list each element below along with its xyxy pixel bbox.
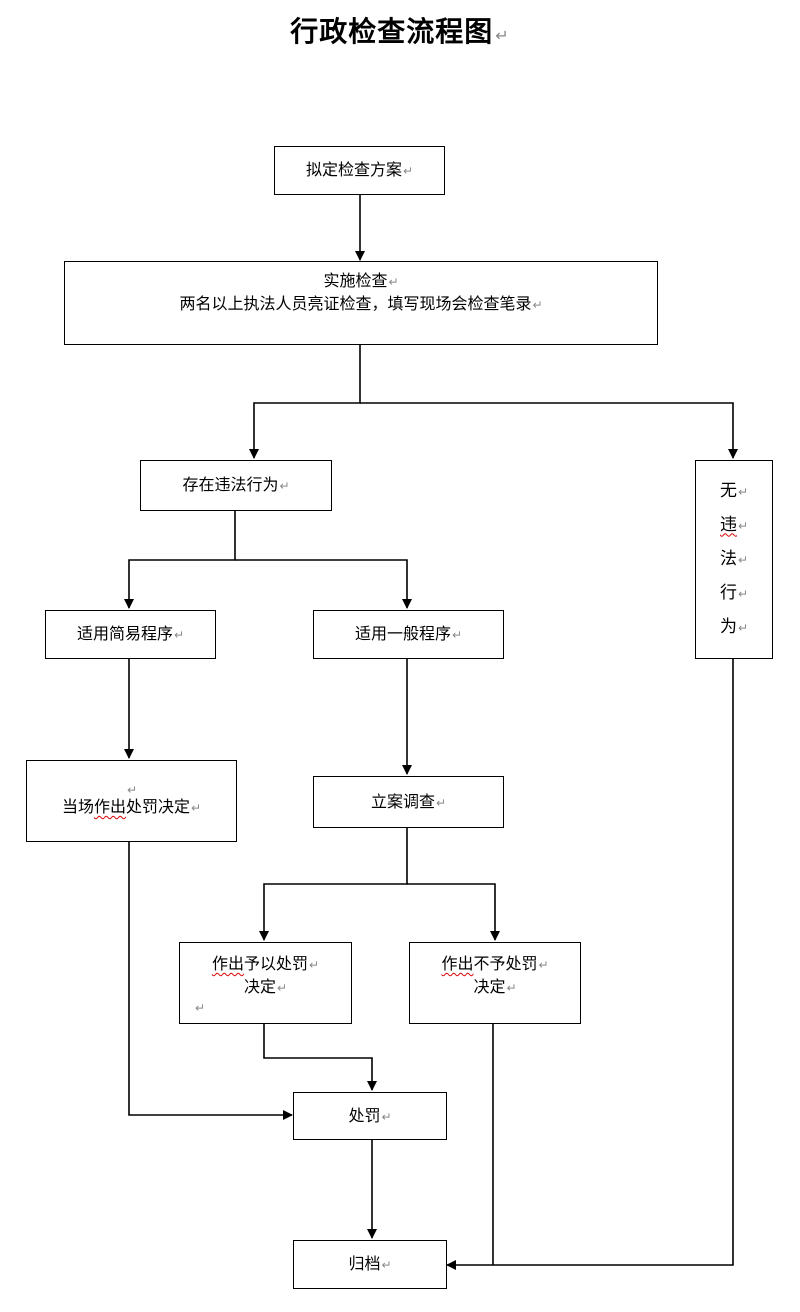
- node-no-violation: 无↵ 违↵ 法↵ 行↵ 为↵: [695, 460, 773, 659]
- node-simple-procedure: 适用简易程序↵: [45, 610, 216, 659]
- diagram-title: 行政检查流程图↵: [0, 10, 800, 50]
- arrow-to-no-violation: [360, 402, 738, 459]
- node-violation-label: 存在违法行为: [182, 475, 279, 494]
- paragraph-mark-icon: ↵: [381, 1109, 392, 1124]
- paragraph-mark-icon: ↵: [737, 620, 749, 635]
- vchar-5: 为: [719, 616, 737, 637]
- paragraph-mark-icon: ↵: [173, 628, 185, 642]
- paragraph-mark-icon: ↵: [308, 958, 320, 972]
- node-onsite-label-c: 处罚决定: [125, 797, 190, 816]
- arrow-to-punish-decision: [259, 828, 408, 941]
- paragraph-mark-icon: ↵: [435, 795, 447, 810]
- node-onsite-label-a: 当场: [61, 797, 94, 816]
- node-plan-label: 拟定检查方案: [305, 160, 402, 179]
- paragraph-mark-icon: ↵: [279, 479, 290, 493]
- arrow-to-no-punish-decision: [407, 883, 500, 941]
- paragraph-mark-icon: ↵: [737, 552, 749, 567]
- connector-implement-split: [249, 345, 361, 459]
- node-punish-label-c: 决定: [243, 977, 276, 996]
- paragraph-mark-icon: ↵: [190, 801, 202, 815]
- node-penalty: 处罚↵: [293, 1092, 447, 1140]
- paragraph-mark-icon: ↵: [737, 484, 749, 499]
- arrow-punish-decision-to-penalty: [263, 1024, 377, 1091]
- paragraph-mark-icon: ↵: [532, 298, 543, 312]
- node-case-investigation: 立案调查↵: [313, 776, 504, 828]
- vchar-2: 违: [719, 514, 737, 535]
- node-no-punish-decision: 作出不予处罚↵ 决定↵: [409, 942, 581, 1024]
- vchar-3: 法: [719, 548, 737, 569]
- node-penalty-label: 处罚: [348, 1105, 381, 1125]
- paragraph-mark-icon: ↵: [538, 958, 549, 972]
- paragraph-mark-icon: ↵: [495, 26, 510, 45]
- arrow-to-general: [235, 559, 412, 609]
- node-no-punish-label-a: 作出: [441, 954, 474, 973]
- paragraph-mark-icon: ↵: [451, 628, 463, 642]
- node-case-label: 立案调查: [370, 791, 435, 811]
- diagram-title-text: 行政检查流程图: [290, 15, 494, 48]
- node-onsite-label-b: 作出: [93, 797, 126, 816]
- node-plan: 拟定检查方案↵: [274, 146, 445, 195]
- arrow-no-violation-to-archive: [446, 659, 734, 1270]
- node-general-procedure: 适用一般程序↵: [313, 610, 504, 659]
- paragraph-mark-icon: ↵: [195, 1001, 206, 1015]
- node-no-violation-label: 无↵ 违↵ 法↵ 行↵ 为↵: [720, 481, 748, 639]
- node-punish-decision: 作出予以处罚↵ 决定↵ ↵: [179, 942, 352, 1024]
- vchar-1: 无: [719, 480, 737, 501]
- node-implement-title: 实施检查: [323, 271, 388, 290]
- node-general-label: 适用一般程序: [354, 624, 451, 643]
- paragraph-mark-icon: ↵: [737, 518, 749, 533]
- paragraph-mark-icon: ↵: [381, 1258, 392, 1272]
- node-archive-label: 归档: [348, 1254, 381, 1273]
- paragraph-mark-icon: ↵: [737, 586, 749, 601]
- vchar-4: 行: [719, 582, 737, 603]
- node-implement: 实施检查↵ 两名以上执法人员亮证检查，填写现场会检查笔录↵: [64, 261, 658, 345]
- node-onsite-decision: ↵ 当场作出处罚决定↵: [26, 760, 237, 842]
- paragraph-mark-icon: ↵: [126, 783, 138, 797]
- paragraph-mark-icon: ↵: [276, 981, 288, 995]
- node-archive: 归档↵: [293, 1240, 447, 1289]
- node-implement-detail: 两名以上执法人员亮证检查，填写现场会检查笔录: [179, 294, 532, 313]
- node-simple-label: 适用简易程序: [76, 624, 173, 643]
- node-no-punish-label-c: 决定: [473, 977, 506, 996]
- node-punish-label-b: 予以处罚: [243, 954, 308, 973]
- paragraph-mark-icon: ↵: [388, 275, 399, 289]
- paragraph-mark-icon: ↵: [506, 981, 517, 995]
- arrow-onsite-to-penalty: [128, 842, 293, 1120]
- node-no-punish-label-b: 不予处罚: [473, 954, 538, 973]
- arrow-to-simple: [124, 510, 236, 609]
- node-violation: 存在违法行为↵: [140, 460, 332, 511]
- node-punish-label-a: 作出: [211, 954, 244, 973]
- paragraph-mark-icon: ↵: [402, 164, 414, 178]
